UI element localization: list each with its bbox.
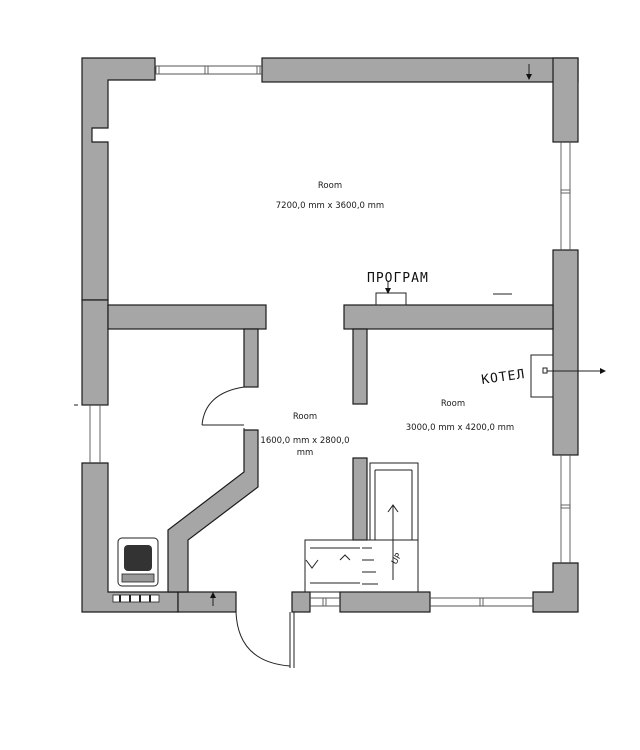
wall-bottom-entry-left <box>177 591 237 613</box>
stair-left-hook <box>305 559 319 569</box>
wall-top-left <box>81 57 156 301</box>
stair-arrow-up <box>387 504 399 513</box>
window-bottom-small-hinge <box>322 597 327 607</box>
window-top-hinge-3 <box>256 65 261 75</box>
wall-top-right <box>261 57 579 83</box>
door-entry-swing <box>235 611 291 667</box>
room-2-size-line-2: mm <box>297 448 314 458</box>
window-right-1-hinge <box>560 189 571 194</box>
exterior-walls <box>81 57 579 613</box>
room-2-name: Room <box>293 412 317 422</box>
wall-stub-left <box>243 328 259 388</box>
toilet-base <box>121 573 155 583</box>
room-3-size: 3000,0 mm x 4200,0 mm <box>406 423 514 433</box>
heater-block <box>375 292 407 306</box>
handwritten-notes: ПРОГРАМ КОТЕЛ UP <box>367 271 526 567</box>
door-bath-swing <box>201 386 245 426</box>
marker-top-right-head <box>526 74 532 80</box>
boiler-unit <box>530 354 606 398</box>
markers <box>74 64 532 606</box>
radiator <box>112 594 160 603</box>
toilet <box>112 537 160 603</box>
boiler-valve <box>542 367 548 374</box>
room-2-size-line-1: 1600,0 mm x 2800,0 <box>260 436 349 446</box>
wall-diagonal <box>167 429 259 593</box>
doors <box>201 386 295 668</box>
stair-lower-flight <box>304 539 419 593</box>
wall-partition-right <box>343 304 554 330</box>
boiler-box <box>530 354 554 398</box>
wall-right-middle <box>552 249 579 456</box>
heater-note: ПРОГРАМ <box>367 271 429 286</box>
stair-up-note: UP <box>390 552 404 567</box>
stair-upper-flight <box>369 462 419 541</box>
wall-left-middle <box>81 299 109 406</box>
toilet-seat <box>124 545 152 571</box>
wall-bottom-mid <box>339 591 431 613</box>
window-top-hinge-2 <box>204 65 209 75</box>
wall-right-lower <box>532 562 579 613</box>
boiler-pipe-arrow <box>600 368 606 374</box>
room-3-name: Room <box>441 399 465 409</box>
stair-lower-arrow <box>339 554 351 561</box>
boiler-note: КОТЕЛ <box>480 367 526 388</box>
wall-bottom-entry-right <box>291 591 311 613</box>
marker-heater-head <box>385 288 391 294</box>
marker-entry-head <box>210 592 216 598</box>
wall-right-upper <box>552 57 579 143</box>
room-labels: Room 7200,0 mm x 3600,0 mm Room 1600,0 m… <box>260 181 514 458</box>
wall-stub-right <box>352 328 368 405</box>
wall-partition-left <box>107 304 267 330</box>
window-right-2-hinge <box>560 504 571 509</box>
room-1-size: 7200,0 mm x 3600,0 mm <box>276 201 384 211</box>
windows <box>89 65 571 607</box>
window-top-hinge-1 <box>155 65 160 75</box>
interior-walls <box>107 292 554 593</box>
staircase <box>304 462 419 593</box>
window-bottom-hinge <box>479 597 484 607</box>
stair-stringer <box>352 457 368 541</box>
room-1-name: Room <box>318 181 342 191</box>
toilet-body <box>117 537 159 587</box>
